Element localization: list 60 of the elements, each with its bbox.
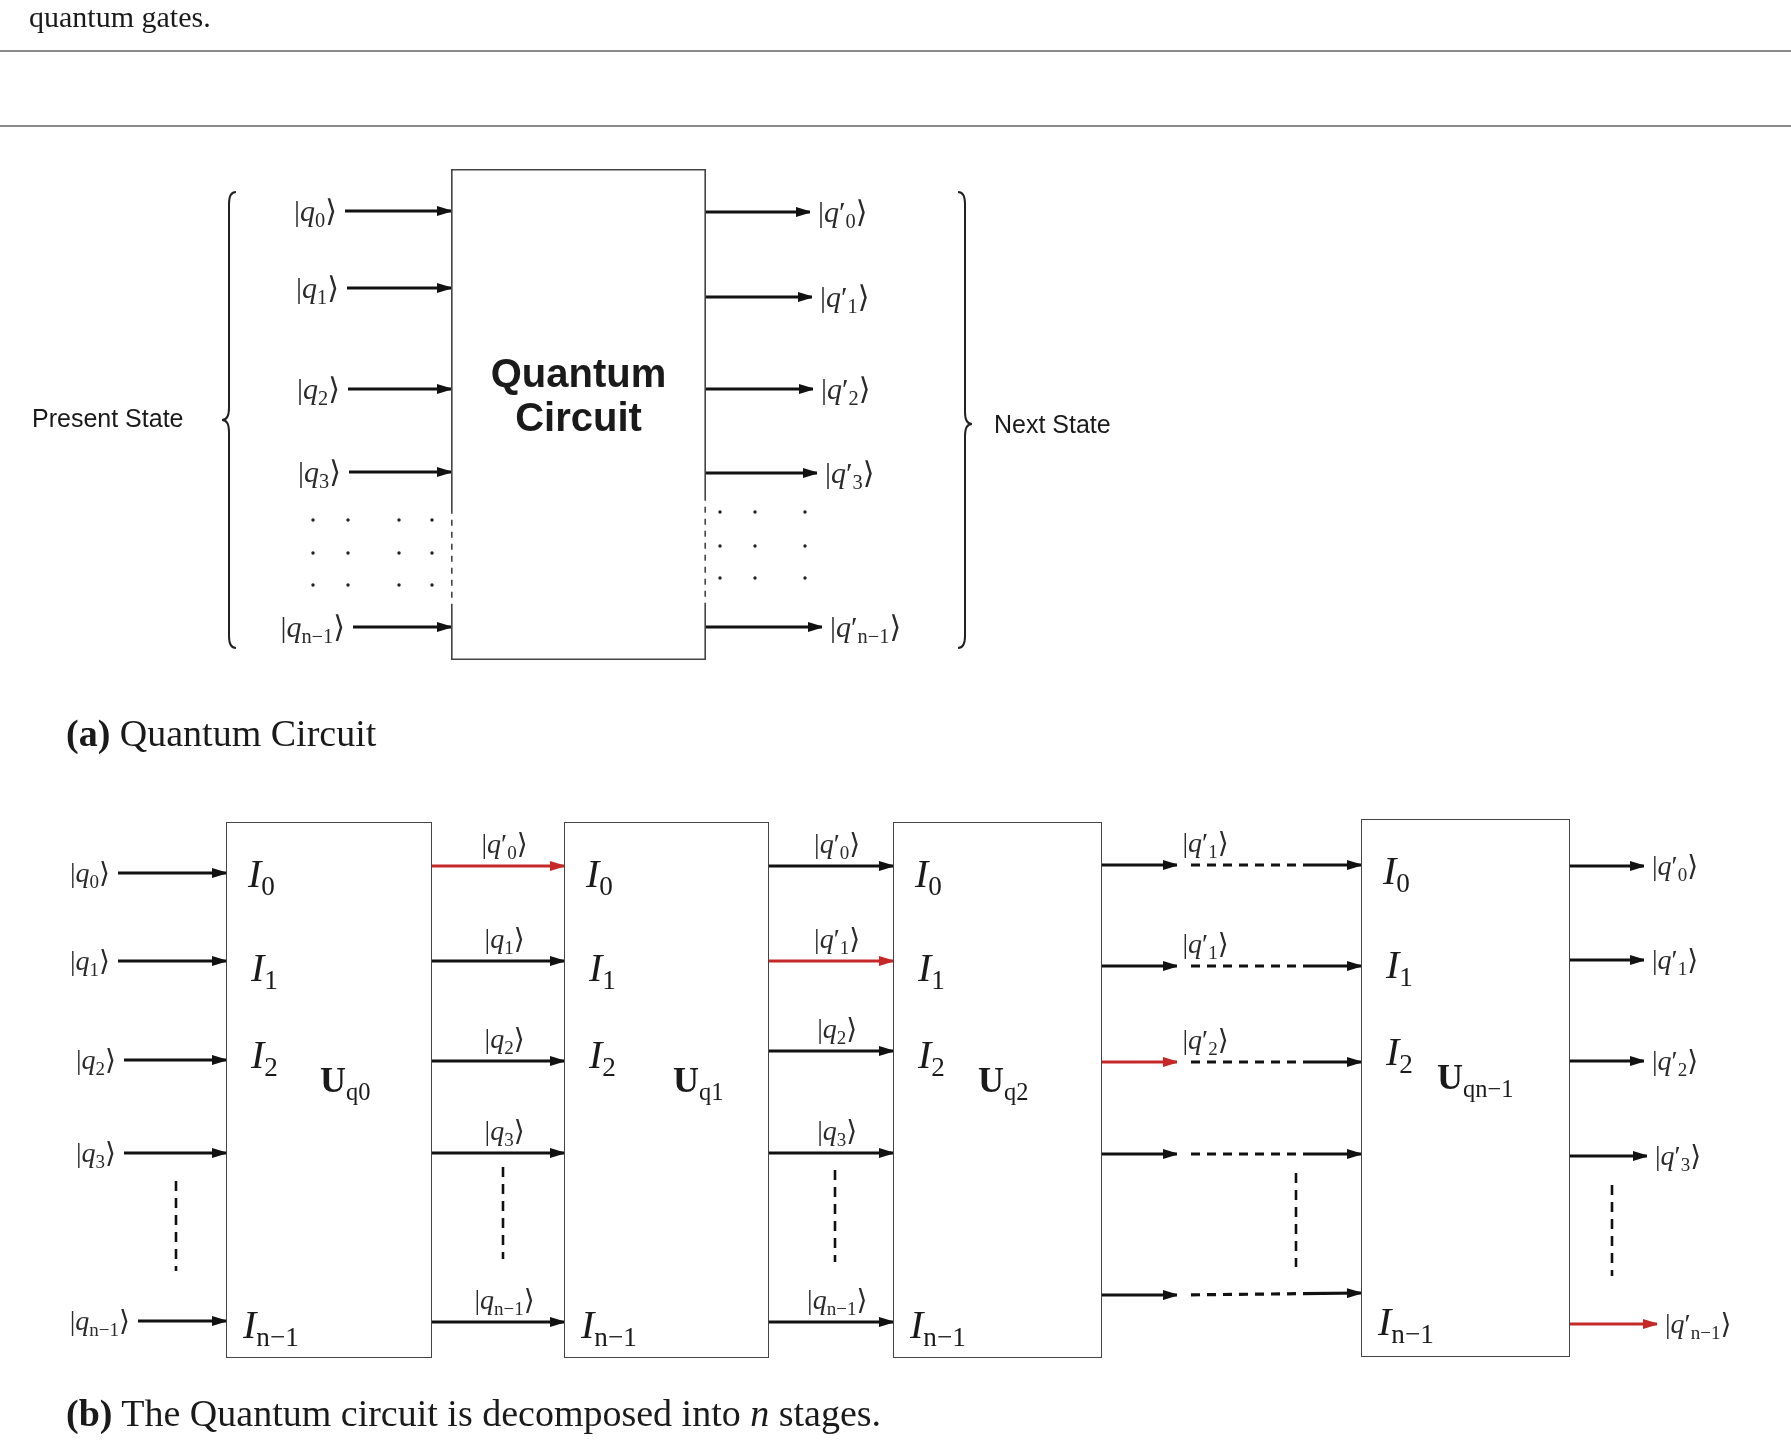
port-label: I$_{1}$ — [1386, 943, 1413, 987]
port-label: I$_{n−1}$ — [581, 1303, 637, 1347]
edge-label: |q$_{n−1}$⟩ — [807, 1283, 868, 1316]
body-text: quantum gates. — [29, 0, 211, 35]
edge-label: |q′$_{1}$⟩ — [1182, 927, 1229, 960]
qubit-state-label: |q′$_{1}$⟩ — [820, 279, 870, 315]
edge-label: |q$_{1}$⟩ — [484, 922, 525, 955]
port-label: I$_{1}$ — [589, 946, 616, 990]
edge-label: |q$_{2}$⟩ — [817, 1012, 858, 1045]
port-label: I$_{0}$ — [248, 852, 275, 896]
edge-label: |q′$_{2}$⟩ — [1182, 1023, 1229, 1056]
qubit-state-label: |q′$_{2}$⟩ — [1652, 1044, 1699, 1078]
qubit-state-label: |q$_{0}$⟩ — [294, 193, 337, 229]
qubit-state-label: |q′$_{0}$⟩ — [818, 194, 868, 230]
box-title: Quantum Circuit — [490, 350, 667, 439]
qubit-state-label: |q$_{n−1}$⟩ — [280, 609, 345, 645]
qubit-state-label: |q$_{0}$⟩ — [69, 856, 110, 890]
stage-box — [564, 822, 769, 1358]
qubit-state-label: |q′$_{3}$⟩ — [825, 455, 875, 491]
port-label: I$_{2}$ — [918, 1033, 945, 1077]
qubit-state-label: |q′$_{1}$⟩ — [1652, 943, 1699, 977]
port-label: I$_{n−1}$ — [910, 1303, 966, 1347]
port-label: I$_{n−1}$ — [1378, 1300, 1434, 1344]
edge-label: |q$_{n−1}$⟩ — [474, 1283, 535, 1316]
edge-label: |q′$_{1}$⟩ — [1182, 826, 1229, 859]
edge-label: |q′$_{1}$⟩ — [814, 922, 861, 955]
port-label: I$_{1}$ — [251, 946, 278, 990]
edge-label: |q$_{3}$⟩ — [817, 1114, 858, 1147]
qubit-state-label: |q$_{2}$⟩ — [75, 1043, 116, 1077]
edge-label: |q$_{3}$⟩ — [484, 1114, 525, 1147]
qubit-state-label: |q$_{1}$⟩ — [296, 270, 339, 306]
stage-box — [226, 822, 432, 1358]
qubit-state-label: |q′$_{3}$⟩ — [1655, 1139, 1702, 1173]
port-label: I$_{2}$ — [1386, 1030, 1413, 1074]
port-label: I$_{0}$ — [1383, 849, 1410, 893]
qubit-state-label: |q′$_{n−1}$⟩ — [1665, 1307, 1732, 1341]
qubit-state-label: |q$_{1}$⟩ — [69, 944, 110, 978]
qubit-state-label: |q$_{3}$⟩ — [75, 1136, 116, 1170]
subfigure-caption: (a) Quantum Circuit — [66, 712, 377, 756]
port-label: I$_{2}$ — [251, 1033, 278, 1077]
qubit-state-label: |q$_{2}$⟩ — [297, 371, 340, 407]
subfigure-caption: (b) The Quantum circuit is decomposed into n stages. — [66, 1392, 882, 1436]
group-label: Present State — [32, 403, 184, 433]
port-label: I$_{n−1}$ — [243, 1303, 299, 1347]
port-label: I$_{0}$ — [915, 852, 942, 896]
stage-box — [1361, 819, 1570, 1357]
edge-label: |q′$_{0}$⟩ — [814, 827, 861, 860]
qubit-state-label: |q′$_{0}$⟩ — [1652, 849, 1699, 883]
qubit-state-label: |q′$_{2}$⟩ — [821, 371, 871, 407]
qubit-state-label: |q′$_{n−1}$⟩ — [830, 609, 902, 645]
edge-label: |q′$_{0}$⟩ — [481, 827, 528, 860]
port-label: I$_{2}$ — [589, 1033, 616, 1077]
qubit-state-label: |q$_{n−1}$⟩ — [69, 1304, 130, 1338]
stage-box — [893, 822, 1102, 1358]
qubit-state-label: |q$_{3}$⟩ — [298, 454, 341, 490]
port-label: I$_{0}$ — [586, 852, 613, 896]
edge-label: |q$_{2}$⟩ — [484, 1022, 525, 1055]
circuit-box — [451, 169, 706, 660]
group-label: Next State — [994, 409, 1111, 439]
port-label: I$_{1}$ — [918, 946, 945, 990]
